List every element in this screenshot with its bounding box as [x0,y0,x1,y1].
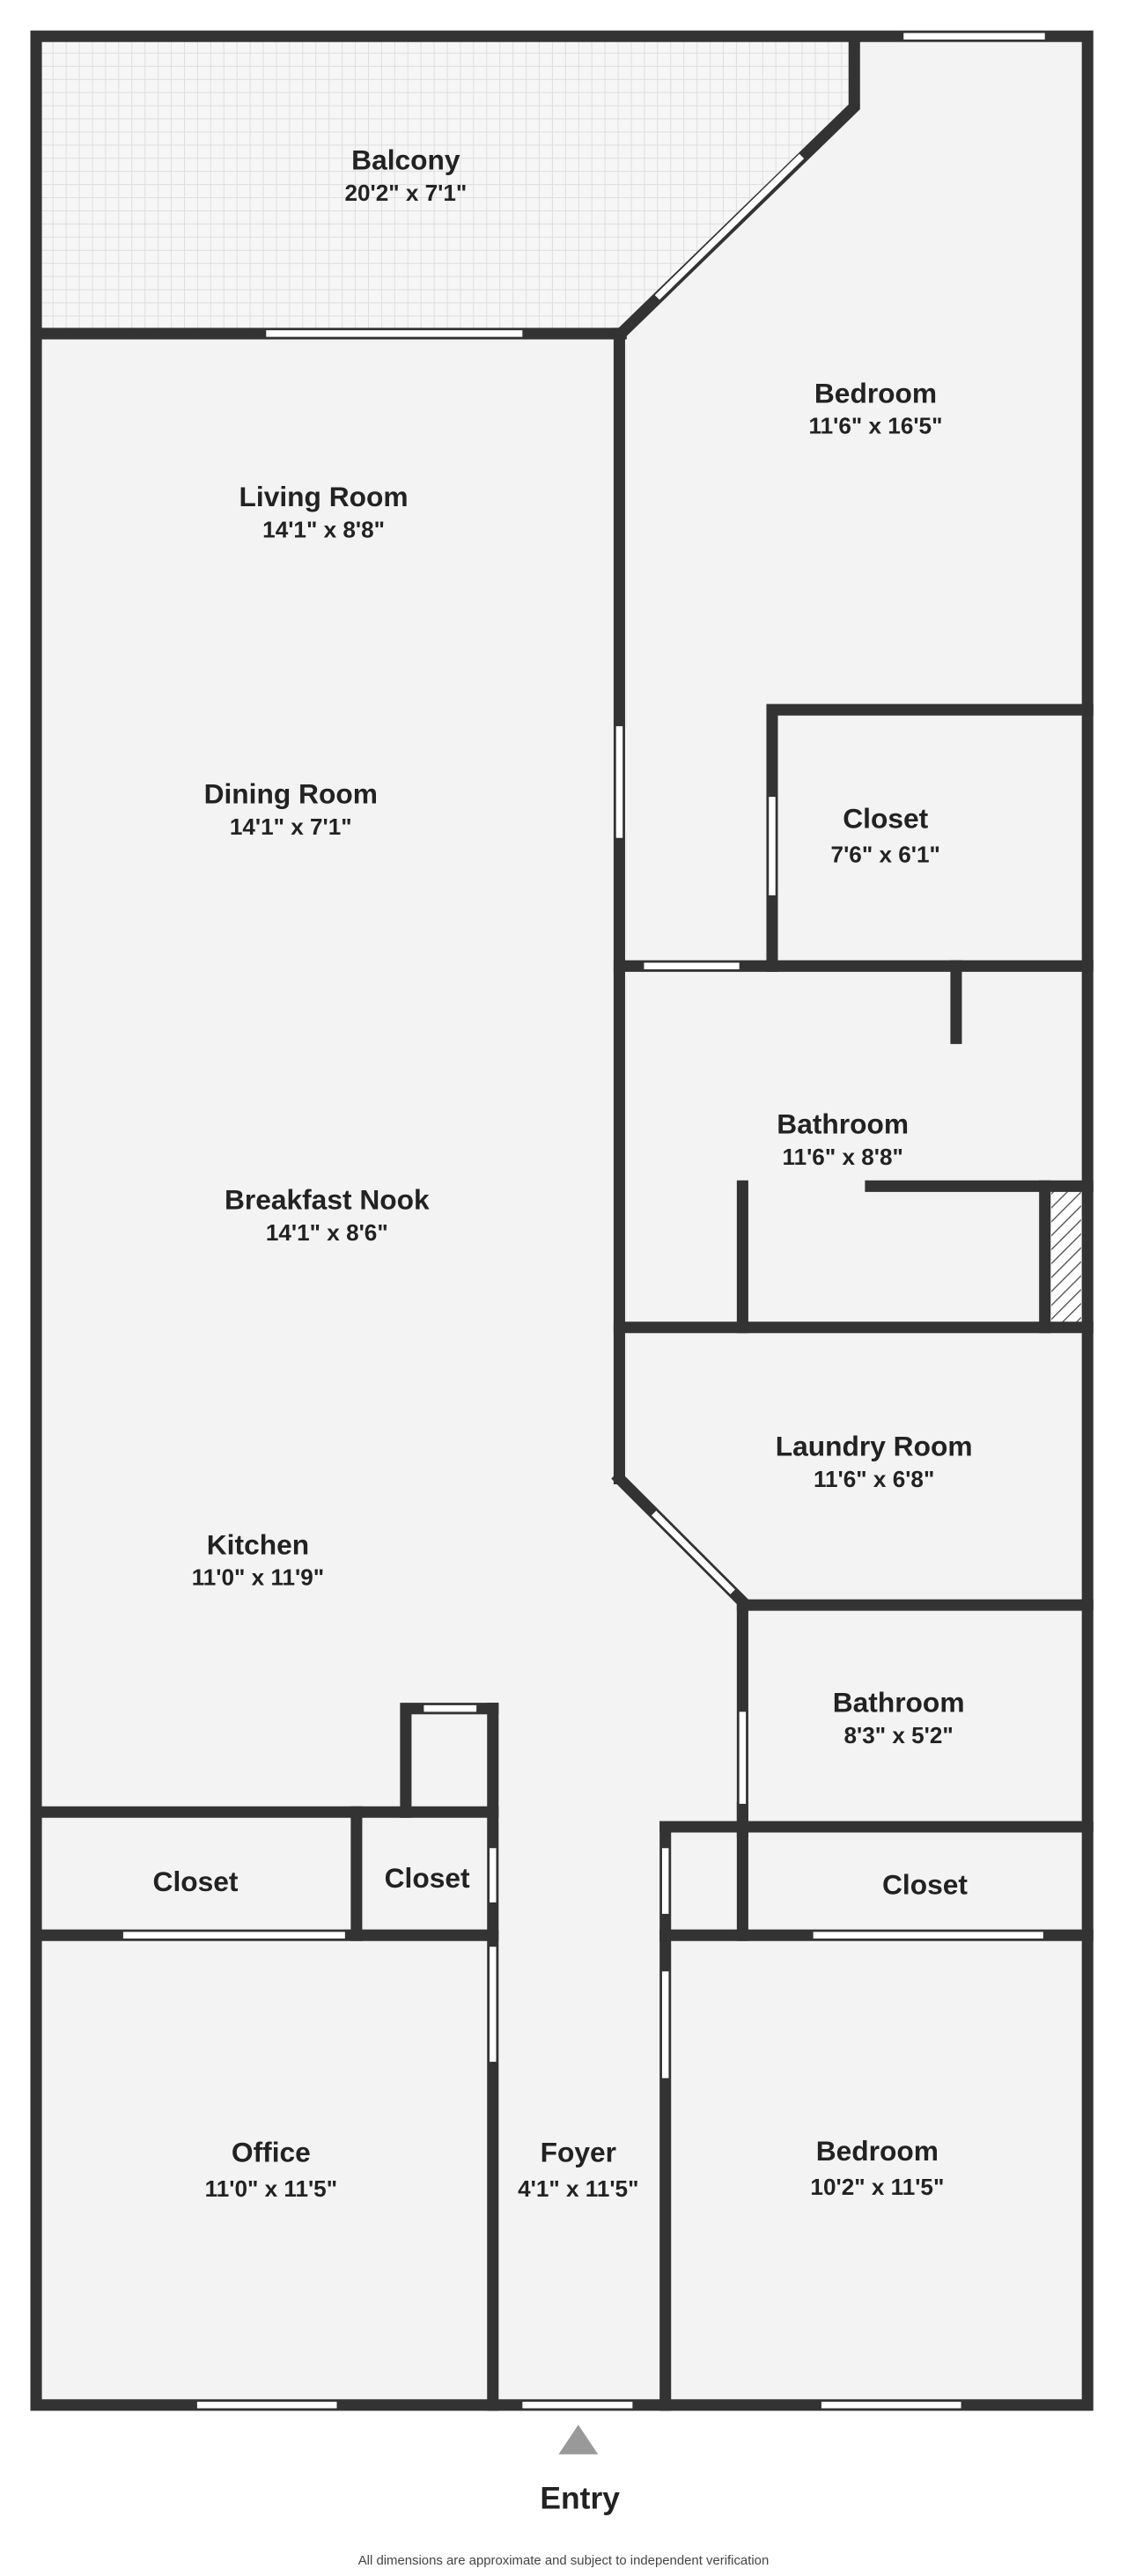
breakfast-nook-label: Breakfast Nook [225,1183,430,1215]
bedroom2-dim: 10'2" x 11'5" [810,2174,944,2200]
foyer-dim: 4'1" x 11'5" [518,2175,638,2202]
closet1-label: Closet [843,803,928,835]
shaft-hatch [1051,1190,1081,1323]
laundry-room-dim: 11'6" x 6'8" [814,1466,934,1492]
dining-room-label: Dining Room [204,778,378,810]
closet2-label: Closet [153,1866,239,1897]
laundry-room-label: Laundry Room [776,1430,973,1461]
bathroom2-label: Bathroom [833,1686,965,1718]
entry-arrow-icon [558,2425,599,2455]
balcony-floor [36,36,855,334]
openings [122,33,1045,2409]
balcony-label: Balcony [351,144,460,175]
entry-label: Entry [540,2480,620,2515]
bedroom1-dim: 11'6" x 16'5" [809,413,943,439]
floor-fill [36,36,1088,2405]
balcony-dim: 20'2" x 7'1" [344,180,467,206]
bedroom2-label: Bedroom [816,2135,939,2167]
closet1-dim: 7'6" x 6'1" [831,842,940,868]
foyer-label: Foyer [541,2137,616,2168]
breakfast-nook-dim: 14'1" x 8'6" [266,1219,388,1246]
living-room-dim: 14'1" x 8'8" [262,516,385,542]
closet4-label: Closet [882,1869,968,1901]
office-label: Office [232,2137,311,2168]
disclaimer: All dimensions are approximate and subje… [358,2553,770,2568]
kitchen-dim: 11'0" x 11'9" [192,1564,324,1591]
room-labels: Balcony 20'2" x 7'1" Bedroom 11'6" x 16'… [153,144,973,2567]
bathroom2-dim: 8'3" x 5'2" [843,1722,953,1748]
bathroom1-label: Bathroom [777,1108,909,1140]
office-dim: 11'0" x 11'5" [205,2175,337,2202]
kitchen-label: Kitchen [207,1528,309,1560]
bathroom1-dim: 11'6" x 8'8" [783,1144,903,1170]
closet3-label: Closet [385,1862,470,1894]
dining-room-dim: 14'1" x 7'1" [230,813,352,840]
bedroom1-label: Bedroom [814,377,937,408]
living-room-label: Living Room [239,481,409,512]
